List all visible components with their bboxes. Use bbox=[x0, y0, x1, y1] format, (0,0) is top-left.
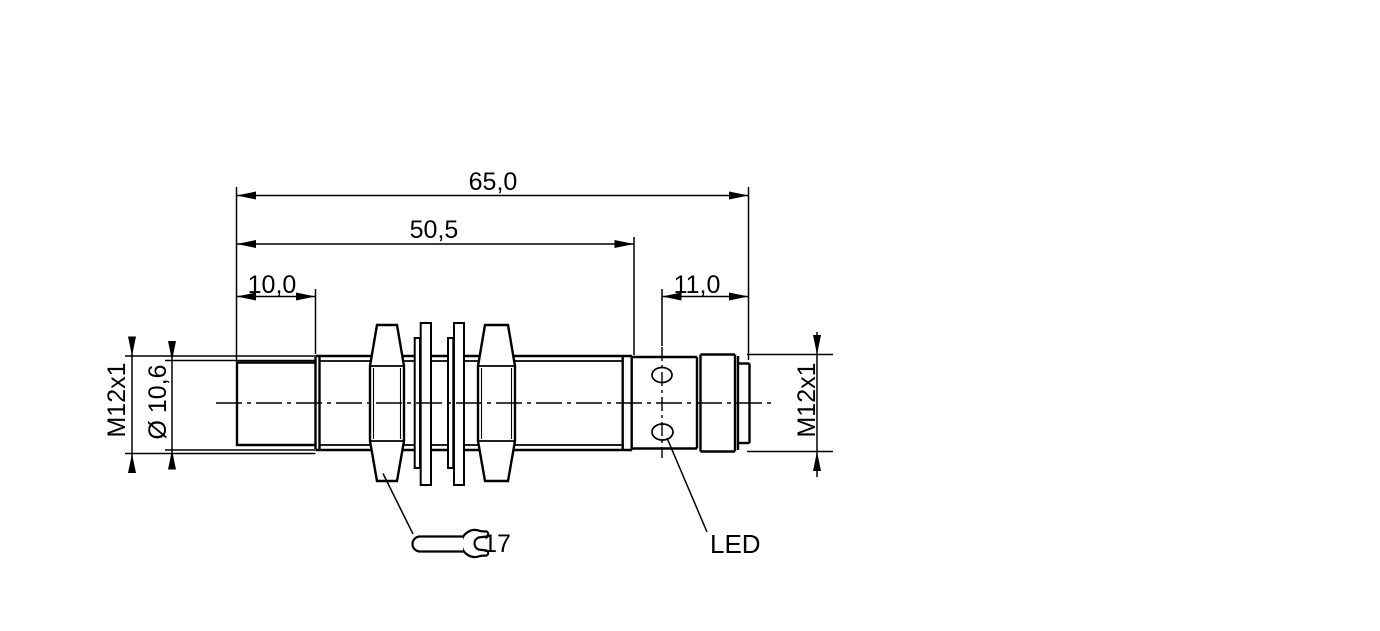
wrench-icon bbox=[411, 528, 490, 559]
dimension-connector-length: 11,0 bbox=[661, 271, 749, 346]
dim-thread-length-value: 50,5 bbox=[410, 216, 459, 244]
dimension-tip-length: 10,0 bbox=[236, 271, 317, 354]
connector-thread-label: M12x1 bbox=[793, 362, 821, 437]
led-leader-line bbox=[666, 437, 708, 533]
tip-diameter-label: Ø 10,6 bbox=[144, 364, 172, 439]
sensor-tip bbox=[235, 361, 316, 447]
centerlines bbox=[216, 347, 772, 458]
dimension-front-thread: M12x1 bbox=[103, 336, 136, 473]
lock-washers bbox=[413, 322, 465, 486]
wrench-size-value: 17 bbox=[483, 530, 511, 558]
dimension-overall-length: 65,0 bbox=[235, 168, 750, 361]
dim-overall-length-value: 65,0 bbox=[469, 168, 518, 196]
sensor-body-outline bbox=[125, 322, 772, 486]
led-label: LED bbox=[710, 529, 761, 559]
front-thread-label: M12x1 bbox=[103, 362, 131, 437]
thread-crest-lines bbox=[320, 360, 622, 446]
led-callout: LED bbox=[666, 437, 761, 559]
dim-tip-length-value: 10,0 bbox=[248, 271, 297, 299]
dimension-connector-thread: M12x1 bbox=[747, 332, 833, 477]
dim-connector-length-value: 11,0 bbox=[674, 271, 721, 299]
wrench-leader-line bbox=[382, 473, 414, 535]
dimension-thread-length: 50,5 bbox=[236, 216, 635, 355]
wrench-callout: 17 bbox=[382, 473, 511, 559]
dimension-tip-diameter: Ø 10,6 bbox=[144, 341, 176, 470]
